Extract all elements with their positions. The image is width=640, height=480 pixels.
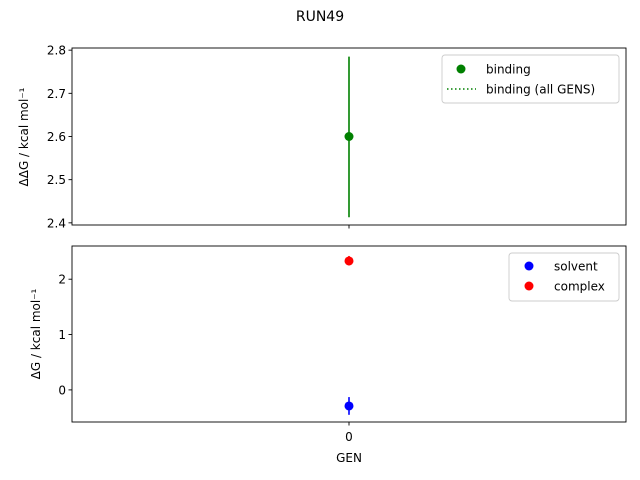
dg-yticks: 0 1 2 bbox=[58, 273, 72, 397]
legend-label-complex: complex bbox=[554, 280, 605, 294]
binding-panel: ΔΔG / kcal mol⁻¹ 2.4 2.5 2.6 2.7 2.8 binding… bbox=[17, 44, 627, 230]
binding-ytick-label: 2.6 bbox=[47, 130, 66, 144]
dg-axes-frame bbox=[71, 245, 627, 423]
legend-marker-binding bbox=[456, 64, 466, 74]
binding-ylabel: ΔΔG / kcal mol⁻¹ bbox=[17, 87, 31, 186]
dg-marks bbox=[344, 255, 354, 415]
dg-legend-box bbox=[508, 252, 620, 302]
binding-legend-box bbox=[441, 54, 620, 104]
dg-ytick-label: 0 bbox=[58, 383, 66, 397]
legend-marker-complex bbox=[524, 281, 534, 291]
figure-title: RUN49 bbox=[296, 9, 344, 25]
legend-label-binding: binding bbox=[486, 63, 531, 77]
binding-legend: binding binding (all GENS) bbox=[441, 54, 620, 104]
dg-ytick-label: 1 bbox=[58, 328, 66, 342]
binding-marks bbox=[344, 56, 354, 218]
legend-label-solvent: solvent bbox=[554, 260, 598, 274]
dg-xtick-label: 0 bbox=[345, 430, 353, 444]
binding-ytick-label: 2.4 bbox=[47, 216, 66, 230]
binding-yticks: 2.4 2.5 2.6 2.7 2.8 bbox=[47, 44, 72, 230]
dg-xlabel: GEN bbox=[336, 451, 362, 465]
point-solvent bbox=[344, 401, 354, 411]
dg-xticks: 0 bbox=[345, 422, 353, 444]
binding-ytick-label: 2.5 bbox=[47, 173, 66, 187]
binding-axes-frame bbox=[71, 47, 627, 226]
binding-ytick-label: 2.8 bbox=[47, 44, 66, 58]
dg-legend: solvent complex bbox=[508, 252, 620, 302]
point-complex bbox=[344, 256, 354, 266]
dg-panel: ΔG / kcal mol⁻¹ GEN 0 1 2 0 solvent comple… bbox=[29, 245, 627, 465]
point-binding bbox=[344, 132, 354, 141]
legend-marker-solvent bbox=[524, 261, 534, 271]
dg-ytick-label: 2 bbox=[58, 273, 66, 287]
legend-label-binding-all-gens: binding (all GENS) bbox=[486, 83, 595, 97]
binding-ytick-label: 2.7 bbox=[47, 87, 66, 101]
dg-ylabel: ΔG / kcal mol⁻¹ bbox=[29, 288, 43, 379]
